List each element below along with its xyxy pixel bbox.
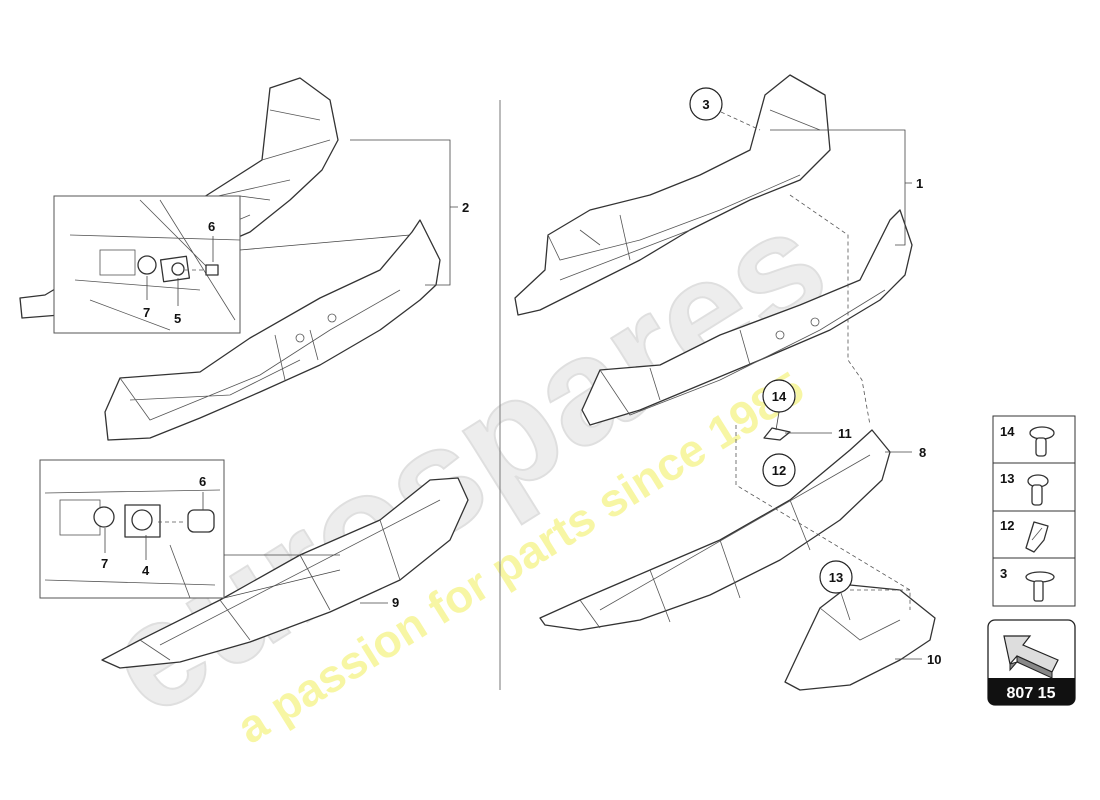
legend-number-13: 13 — [1000, 471, 1014, 486]
callout-13: 13 — [829, 570, 843, 585]
diagram-code: 807 15 — [1007, 685, 1056, 702]
callout-6-top[interactable]: 6 — [208, 219, 215, 234]
screw-washer-icon — [1025, 571, 1055, 602]
callout-8[interactable]: 8 — [919, 445, 926, 460]
right-cover[interactable] — [784, 584, 936, 691]
bracket-11[interactable] — [763, 427, 791, 441]
callout-14: 14 — [772, 389, 787, 404]
screw-flange-icon — [1029, 426, 1055, 457]
legend-number-14: 14 — [1000, 424, 1015, 439]
callout-7-bottom[interactable]: 7 — [101, 556, 108, 571]
left-upper-bumper[interactable] — [104, 219, 441, 441]
callout-9[interactable]: 9 — [392, 595, 399, 610]
callout-6-bottom[interactable]: 6 — [199, 474, 206, 489]
legend-row-13[interactable]: 13 — [1000, 471, 1049, 506]
callout-circle-12[interactable]: 12 — [762, 453, 796, 487]
callout-12: 12 — [772, 463, 786, 478]
callout-5[interactable]: 5 — [174, 311, 181, 326]
callout-circle-14[interactable]: 14 — [762, 379, 796, 413]
callout-7-top[interactable]: 7 — [143, 305, 150, 320]
callout-circle-3[interactable]: 3 — [689, 87, 723, 121]
callout-3: 3 — [702, 97, 709, 112]
right-upper-frame[interactable] — [514, 74, 831, 316]
clip-nut-icon — [1025, 521, 1049, 553]
callout-10[interactable]: 10 — [927, 652, 941, 667]
callout-2[interactable]: 2 — [462, 200, 469, 215]
left-lower-diffuser[interactable] — [101, 477, 469, 669]
callout-circle-13[interactable]: 13 — [819, 560, 853, 594]
callout-4[interactable]: 4 — [142, 563, 150, 578]
arrow-up-left-icon — [1003, 635, 1059, 679]
fastener-legend: 14 13 12 3 — [992, 415, 1076, 607]
screw-torx-icon — [1027, 474, 1049, 506]
right-diffuser[interactable] — [539, 429, 891, 631]
legend-row-14[interactable]: 14 — [1000, 424, 1055, 457]
callout-1[interactable]: 1 — [916, 176, 923, 191]
diagram-code-badge: 807 15 — [987, 619, 1076, 706]
right-upper-bumper[interactable] — [581, 209, 913, 426]
inset-bottom — [39, 459, 341, 599]
legend-number-3: 3 — [1000, 566, 1007, 581]
legend-row-3[interactable]: 3 — [1000, 566, 1055, 602]
legend-row-12[interactable]: 12 — [1000, 518, 1049, 553]
legend-number-12: 12 — [1000, 518, 1014, 533]
inset-top — [53, 195, 411, 334]
callout-11[interactable]: 11 — [838, 426, 852, 441]
